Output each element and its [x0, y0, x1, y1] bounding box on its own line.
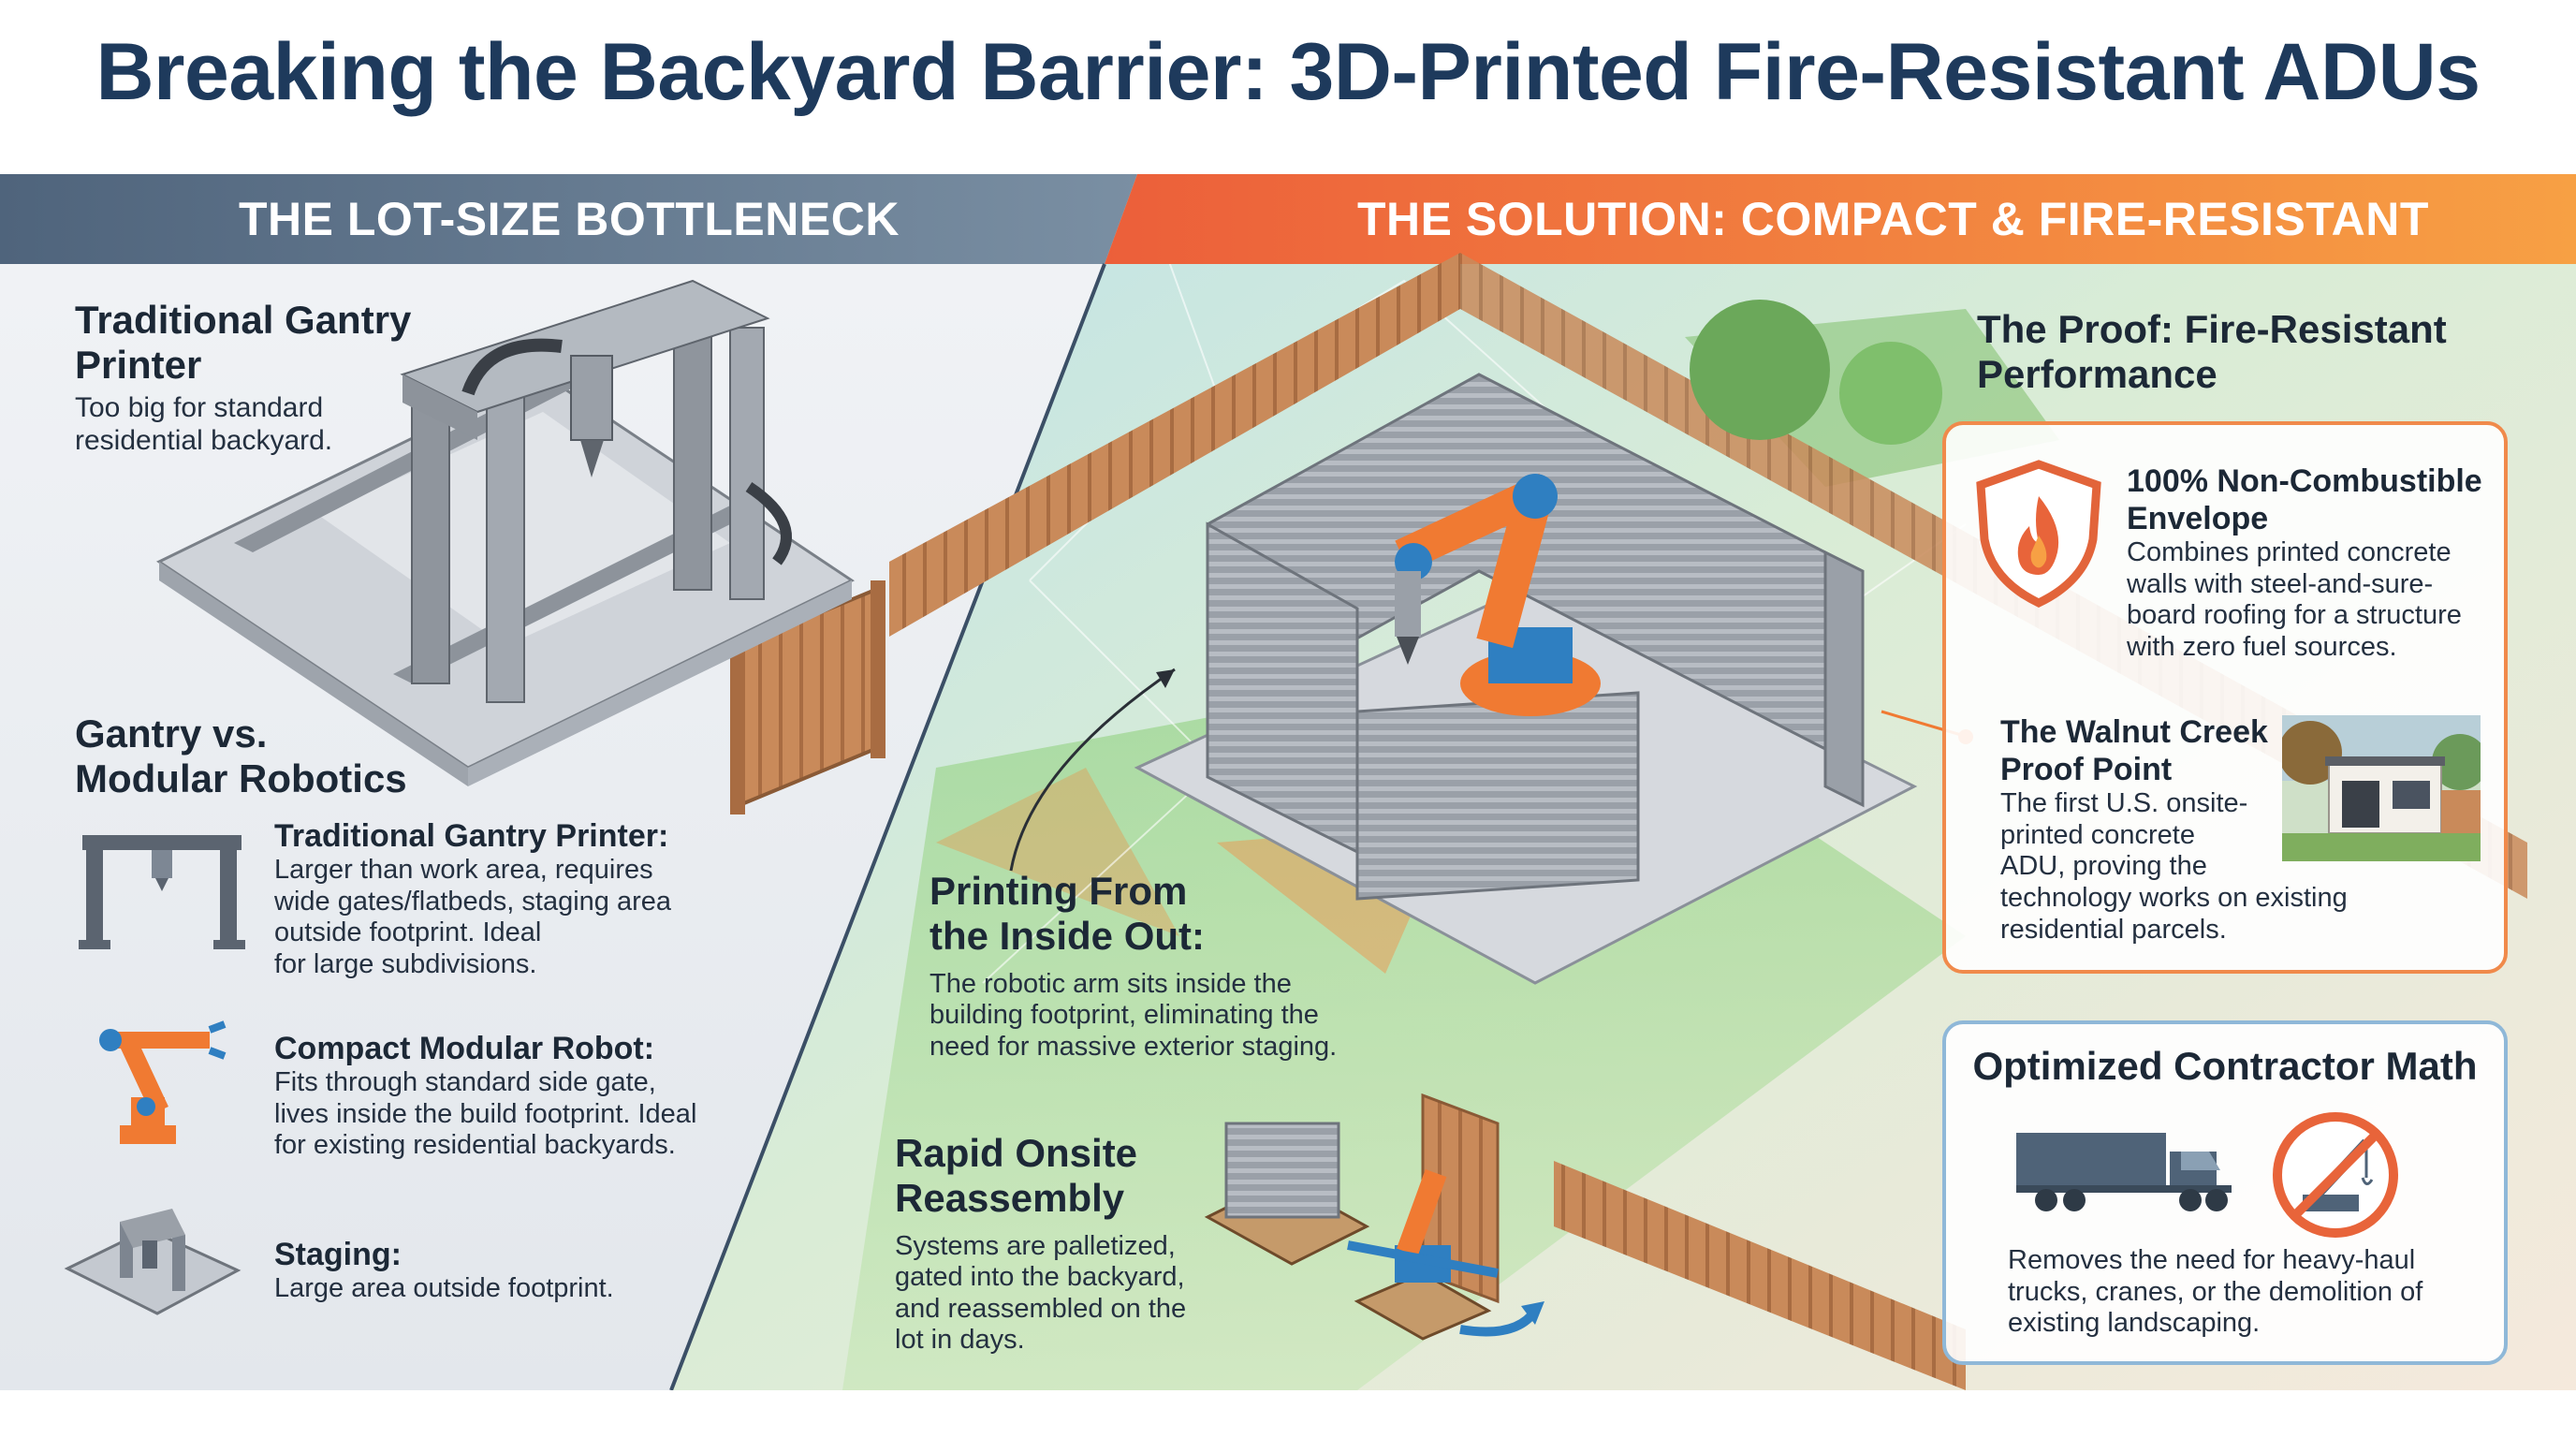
adu-build-illustration [1134, 373, 1918, 985]
noncombustible-title-line1: 100% Non-Combustible [2127, 463, 2482, 499]
noncombustible-block: 100% Non-Combustible Envelope Combines p… [2127, 462, 2482, 664]
gantry-desc-line2: residential backyard. [75, 425, 333, 457]
printing-line3: need for massive exterior staging. [929, 1031, 1338, 1062]
comparison-item-robot: Compact Modular Robot: Fits through stan… [274, 1030, 696, 1162]
gantry-title-line1: Traditional Gantry [75, 298, 412, 342]
reassembly-title-line1: Rapid Onsite [895, 1131, 1138, 1175]
walnut-title-line1: The Walnut Creek [2000, 714, 2268, 750]
comparison-title-line1: Gantry vs. [75, 712, 268, 756]
walnut-line3: ADU, proving the [2000, 851, 2207, 882]
walnut-line5: residential parcels. [2000, 914, 2227, 945]
proof-heading: The Proof: Fire-Resistant Performance [1977, 307, 2447, 398]
printing-line1: The robotic arm sits inside the [929, 968, 1292, 999]
robot-arm-icon [99, 1020, 227, 1144]
page-title: Breaking the Backyard Barrier: 3D-Printe… [95, 27, 2481, 117]
walnut-line4: technology works on existing [2000, 883, 2348, 914]
printing-block: Printing From the Inside Out: The roboti… [929, 869, 1337, 1063]
comparison-title-line2: Modular Robotics [75, 756, 407, 801]
comparison-item-staging-title: Staging: [274, 1237, 402, 1272]
noncombustible-line1: Combines printed concrete [2127, 537, 2452, 568]
left-section-header: THE LOT-SIZE BOTTLENECK [239, 193, 900, 245]
comparison-item-gantry-title: Traditional Gantry Printer: [274, 818, 669, 854]
reassembly-line1: Systems are palletized, [895, 1230, 1176, 1261]
reassembly-title-line2: Reassembly [895, 1176, 1125, 1221]
noncombustible-line4: with zero fuel sources. [2127, 632, 2397, 663]
contractor-title: Optimized Contractor Math [1972, 1044, 2478, 1088]
walnut-line2: printed concrete [2000, 819, 2195, 850]
comparison-item-robot-line3: for existing residential backyards. [274, 1130, 676, 1161]
comparison-item-gantry-line1: Larger than work area, requires [274, 855, 653, 886]
printing-title-line2: the Inside Out: [929, 914, 1205, 959]
walnut-title-line2: Proof Point [2000, 752, 2173, 788]
contractor-line2: trucks, cranes, or the demolition of [2008, 1276, 2423, 1307]
comparison-item-gantry-line2: wide gates/flatbeds, staging area [274, 886, 671, 917]
gantry-printer-illustration [155, 279, 856, 786]
reassembly-line3: and reassembled on the [895, 1293, 1187, 1324]
comparison-item-staging: Staging: Large area outside footprint. [274, 1236, 614, 1305]
comparison-title: Gantry vs. Modular Robotics [75, 712, 407, 802]
gantry-block-title: Traditional Gantry Printer [75, 298, 411, 389]
reassembly-block: Rapid Onsite Reassembly Systems are pall… [895, 1131, 1186, 1357]
contractor-desc: Removes the need for heavy-haul trucks, … [2008, 1245, 2422, 1340]
reassembly-line2: gated into the backyard, [895, 1262, 1185, 1293]
printing-title-line1: Printing From [929, 869, 1188, 913]
truck-icon [2016, 1133, 2232, 1211]
comparison-item-robot-line1: Fits through standard side gate, [274, 1067, 656, 1098]
adu-photo [2282, 715, 2481, 861]
fire-shield-icon [1976, 460, 2101, 608]
contractor-line1: Removes the need for heavy-haul [2008, 1245, 2416, 1275]
no-crane-icon [2273, 1112, 2398, 1238]
reassembly-line4: lot in days. [895, 1325, 1025, 1356]
walnut-block: The Walnut Creek Proof Point The first U… [2000, 713, 2348, 946]
comparison-item-gantry: Traditional Gantry Printer: Larger than … [274, 817, 671, 981]
noncombustible-title-line2: Envelope [2127, 501, 2269, 537]
gantry-desc-line1: Too big for standard [75, 392, 324, 423]
gantry-frame-icon [79, 835, 245, 949]
gantry-block-desc: Too big for standard residential backyar… [75, 391, 332, 458]
contractor-line3: existing landscaping. [2008, 1308, 2261, 1339]
walnut-line1: The first U.S. onsite- [2000, 788, 2248, 819]
comparison-item-staging-line1: Large area outside footprint. [274, 1273, 614, 1304]
noncombustible-line2: walls with steel-and-sure- [2127, 568, 2434, 599]
comparison-item-robot-line2: lives inside the build footprint. Ideal [274, 1098, 697, 1129]
proof-heading-line2: Performance [1977, 352, 2217, 397]
printing-line2: building footprint, eliminating the [929, 1000, 1319, 1031]
gantry-title-line2: Printer [75, 343, 202, 388]
proof-heading-line1: The Proof: Fire-Resistant [1977, 307, 2447, 351]
noncombustible-line3: board roofing for a structure [2127, 600, 2462, 631]
reassembly-illustration [1204, 1122, 1544, 1341]
comparison-item-gantry-line4: for large subdivisions. [274, 948, 537, 979]
staging-platform-icon [64, 1209, 242, 1315]
comparison-item-robot-title: Compact Modular Robot: [274, 1031, 655, 1066]
comparison-item-gantry-line3: outside footprint. Ideal [274, 917, 542, 948]
right-section-header: THE SOLUTION: COMPACT & FIRE-RESISTANT [1357, 193, 2429, 245]
